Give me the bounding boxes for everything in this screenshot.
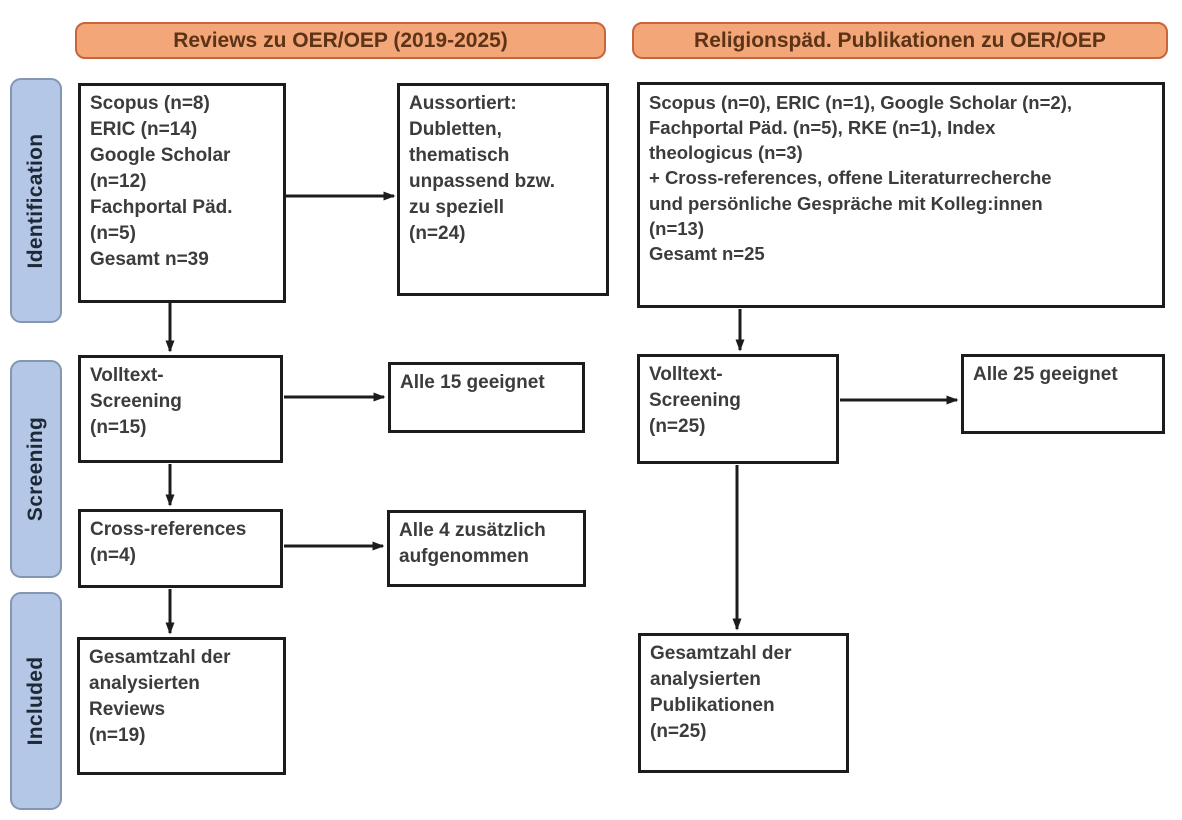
box-left-fulltext-screening: Volltext- Screening (n=15) xyxy=(78,355,283,463)
box-left-included-total: Gesamtzahl der analysierten Reviews (n=1… xyxy=(77,637,286,775)
stage-screening-label: Screening xyxy=(24,416,47,522)
box-right-identification-sources: Scopus (n=0), ERIC (n=1), Google Scholar… xyxy=(637,82,1165,308)
box-right-included-total: Gesamtzahl der analysierten Publikatione… xyxy=(638,633,849,773)
stage-included-label: Included xyxy=(24,656,47,746)
stage-screening: Screening xyxy=(10,360,62,578)
box-left-excluded-records: Aussortiert: Dubletten, thematisch unpas… xyxy=(397,83,609,296)
header-religionspaed-column: Religionspäd. Publikationen zu OER/OEP xyxy=(632,22,1168,59)
stage-included: Included xyxy=(10,592,62,810)
stage-identification-label: Identification xyxy=(24,133,47,268)
box-left-cross-references: Cross-references (n=4) xyxy=(78,509,283,588)
header-reviews-column: Reviews zu OER/OEP (2019-2025) xyxy=(75,22,606,59)
box-left-cross-references-result: Alle 4 zusätzlich aufgenommen xyxy=(387,510,586,587)
box-left-identification-sources: Scopus (n=8) ERIC (n=14) Google Scholar … xyxy=(78,83,286,303)
box-right-fulltext-screening: Volltext- Screening (n=25) xyxy=(637,354,839,464)
box-right-screening-result: Alle 25 geeignet xyxy=(961,354,1165,434)
box-left-screening-result: Alle 15 geeignet xyxy=(388,362,585,433)
stage-identification: Identification xyxy=(10,78,62,323)
